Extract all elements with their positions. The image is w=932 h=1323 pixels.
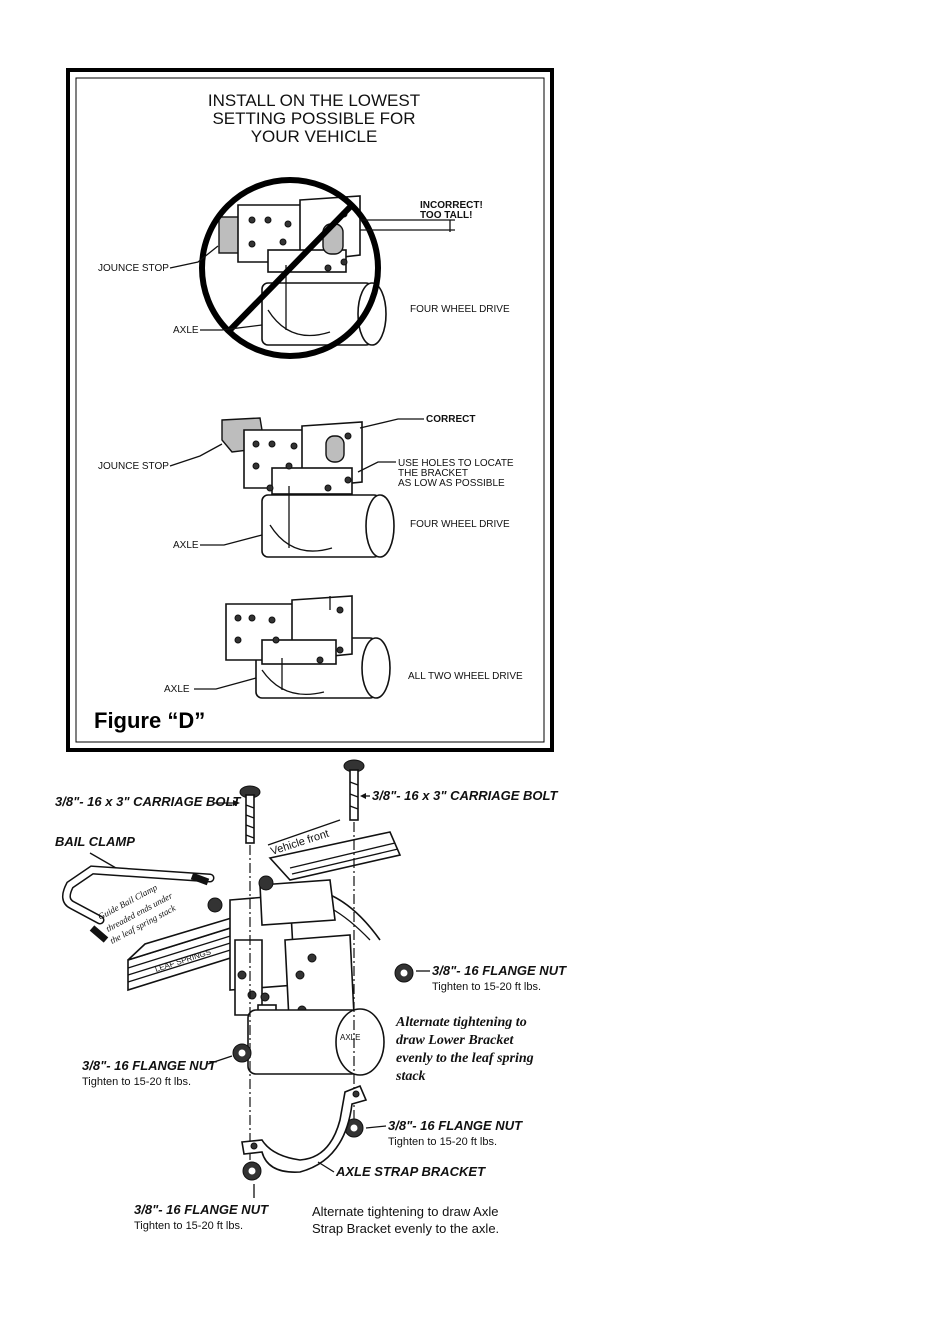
alternate-lower-line-4: stack	[395, 1069, 426, 1084]
axle-label-assembly: AXLE	[340, 1033, 360, 1042]
axle-label-1: AXLE	[173, 325, 199, 336]
incorrect-install-illustration	[199, 177, 455, 359]
alternate-strap-line-2: Strap Bracket evenly to the axle.	[312, 1221, 499, 1236]
jounce-stop-label-1: JOUNCE STOP	[98, 263, 169, 274]
figure-d-title: Figure “D”	[94, 708, 205, 733]
heading-line-2: SETTING POSSIBLE FOR	[212, 109, 415, 128]
heading-line-3: YOUR VEHICLE	[251, 127, 378, 146]
flange-nut-label-3: 3/8"- 16 FLANGE NUT	[388, 1118, 523, 1133]
alternate-lower-line-2: draw Lower Bracket	[396, 1033, 515, 1048]
alternate-lower-line-3: evenly to the leaf spring	[396, 1051, 534, 1066]
bail-clamp-label: BAIL CLAMP	[55, 834, 135, 849]
two-wheel-drive-illustration	[225, 595, 391, 699]
use-holes-line-2: THE BRACKET	[398, 468, 468, 479]
alternate-lower-line-1: Alternate tightening to	[395, 1015, 527, 1030]
tighten-label-4: Tighten to 15-20 ft lbs.	[134, 1220, 243, 1232]
tighten-label-3: Tighten to 15-20 ft lbs.	[388, 1136, 497, 1148]
jounce-stop-label-2: JOUNCE STOP	[98, 461, 169, 472]
four-wheel-drive-label-1: FOUR WHEEL DRIVE	[410, 304, 510, 315]
tighten-label-1: Tighten to 15-20 ft lbs.	[432, 981, 541, 993]
axle-strap-bracket-label: AXLE STRAP BRACKET	[335, 1164, 486, 1179]
flange-nut-label-2: 3/8"- 16 FLANGE NUT	[82, 1058, 217, 1073]
heading-line-1: INSTALL ON THE LOWEST	[208, 91, 420, 110]
incorrect-label-1: INCORRECT!	[420, 200, 483, 211]
two-wheel-drive-label: ALL TWO WHEEL DRIVE	[408, 671, 523, 682]
carriage-bolt-left-label: 3/8"- 16 x 3" CARRIAGE BOLT	[55, 794, 242, 809]
flange-nut-label-4: 3/8"- 16 FLANGE NUT	[134, 1202, 269, 1217]
correct-install-illustration	[221, 417, 395, 558]
figure-d-inner-border	[75, 77, 545, 743]
tighten-label-2: Tighten to 15-20 ft lbs.	[82, 1076, 191, 1088]
axle-label-2: AXLE	[173, 540, 199, 551]
four-wheel-drive-label-2: FOUR WHEEL DRIVE	[410, 519, 510, 530]
flange-nut-label-1: 3/8"- 16 FLANGE NUT	[432, 963, 567, 978]
exploded-assembly-illustration	[62, 759, 414, 1181]
incorrect-label-2: TOO TALL!	[420, 210, 472, 221]
correct-label: CORRECT	[426, 414, 475, 425]
carriage-bolt-right-label: 3/8"- 16 x 3" CARRIAGE BOLT	[372, 788, 559, 803]
use-holes-line-3: AS LOW AS POSSIBLE	[398, 478, 505, 489]
use-holes-line-1: USE HOLES TO LOCATE	[398, 458, 514, 469]
alternate-strap-line-1: Alternate tightening to draw Axle	[312, 1204, 498, 1219]
axle-label-3: AXLE	[164, 684, 190, 695]
